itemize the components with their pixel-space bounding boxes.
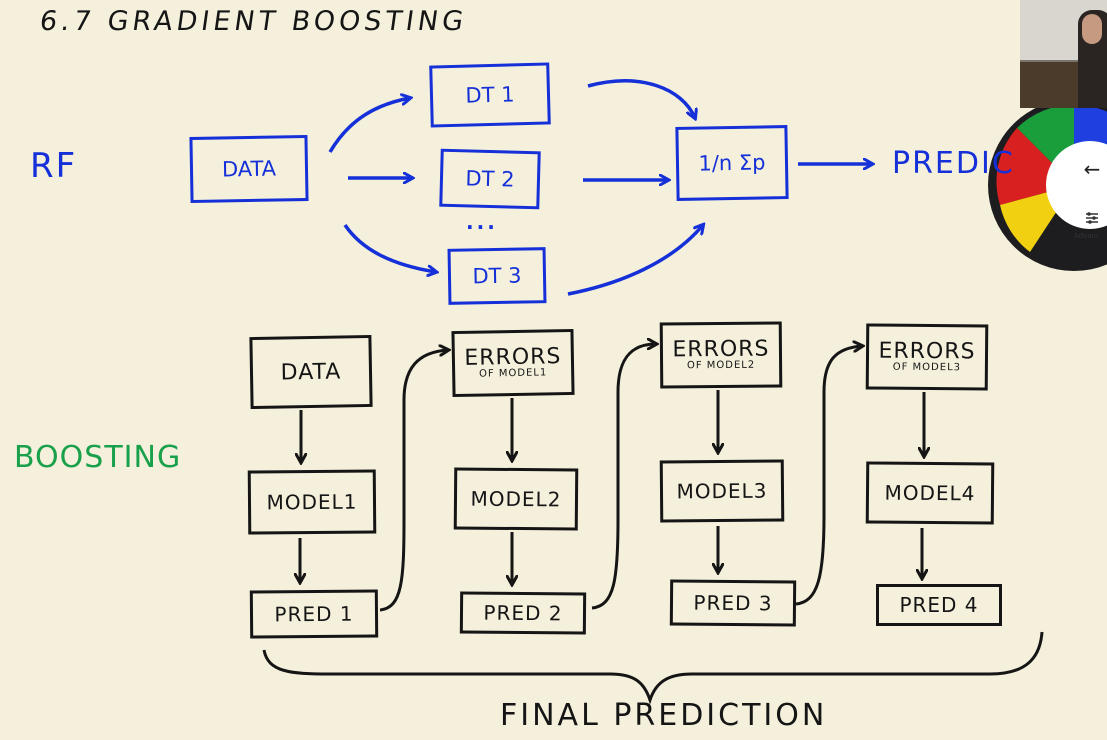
boost-col2-errors-label: ERRORS [464,344,562,371]
arrow-data-to-dt3 [343,224,436,272]
boost-col3-model-box: MODEL3 [659,459,785,523]
boosting-section-label: BOOSTING [14,440,182,475]
webcam-feed [1020,0,1107,108]
boost-col4-model-label: MODEL4 [884,480,976,506]
rf-prediction-label: PREDIC [892,146,1015,181]
final-prediction-label: FINAL PREDICTION [500,698,828,733]
rf-data-label: DATA [221,156,277,182]
arrow-pred3-to-errors3 [795,346,862,606]
rf-section-label: RF [30,146,78,186]
page-title: 6.7 GRADIENT BOOSTING [37,6,470,37]
boost-col3-pred-box: PRED 3 [669,579,797,627]
boost-col3-model-label: MODEL3 [676,478,768,504]
boost-col3-errors-sublabel: OF MODEL2 [686,359,756,372]
boost-col4-errors-box: ERRORS OF MODEL3 [865,323,989,391]
boost-col4-model-box: MODEL4 [865,461,995,525]
arrow-dt3-to-aggregate [567,225,703,296]
boost-col2-errors-box: ERRORS OF MODEL1 [451,328,575,398]
boost-col1-model-box: MODEL1 [247,469,377,535]
boost-col4-pred-box: PRED 4 [876,584,1002,626]
boost-col1-data-label: DATA [280,358,342,386]
boost-col3-errors-label: ERRORS [672,336,770,363]
rf-aggregate-label: 1/n Σp [698,150,766,176]
rf-dt1-box: DT 1 [429,62,551,128]
sliders-icon[interactable] [1084,210,1100,226]
final-prediction-brace [262,631,1044,705]
rf-data-box: DATA [189,134,309,204]
boost-col2-model-label: MODEL2 [470,486,562,512]
rf-dt3-box: DT 3 [447,247,547,305]
rf-tree-ellipsis: ... [466,210,498,234]
boost-col4-errors-label: ERRORS [878,338,976,365]
boost-col1-pred-box: PRED 1 [249,589,379,639]
boost-col4-pred-label: PRED 4 [899,593,979,617]
rf-dt2-box: DT 2 [439,148,541,210]
rf-dt1-label: DT 1 [465,82,515,108]
color-picker-wheel[interactable] [988,99,1107,271]
boost-col4-errors-sublabel: OF MODEL3 [892,361,962,374]
rf-aggregate-box: 1/n Σp [675,125,789,201]
presenter-face [1082,14,1102,44]
arrow-pred2-to-errors2 [591,344,656,610]
boost-col2-errors-sublabel: OF MODEL1 [478,367,548,380]
advanced-settings-label[interactable]: Advanc [1074,232,1100,240]
arrow-data-to-dt1 [328,98,410,153]
boost-col2-pred-box: PRED 2 [459,591,587,635]
boost-col3-pred-label: PRED 3 [693,590,773,616]
rf-dt2-label: DT 2 [465,166,515,192]
arrow-dt1-to-aggregate [587,79,695,118]
boost-col2-model-box: MODEL2 [453,467,579,531]
rf-dt3-label: DT 3 [472,263,522,289]
boost-col1-data-box: DATA [249,334,373,410]
boost-col1-model-label: MODEL1 [266,489,358,515]
boost-col2-pred-label: PRED 2 [483,600,563,626]
boost-col3-errors-box: ERRORS OF MODEL2 [659,321,783,389]
boost-col1-pred-label: PRED 1 [274,601,354,627]
arrow-left-icon[interactable]: ← [1083,157,1101,181]
arrow-pred1-to-errors1 [379,350,448,612]
